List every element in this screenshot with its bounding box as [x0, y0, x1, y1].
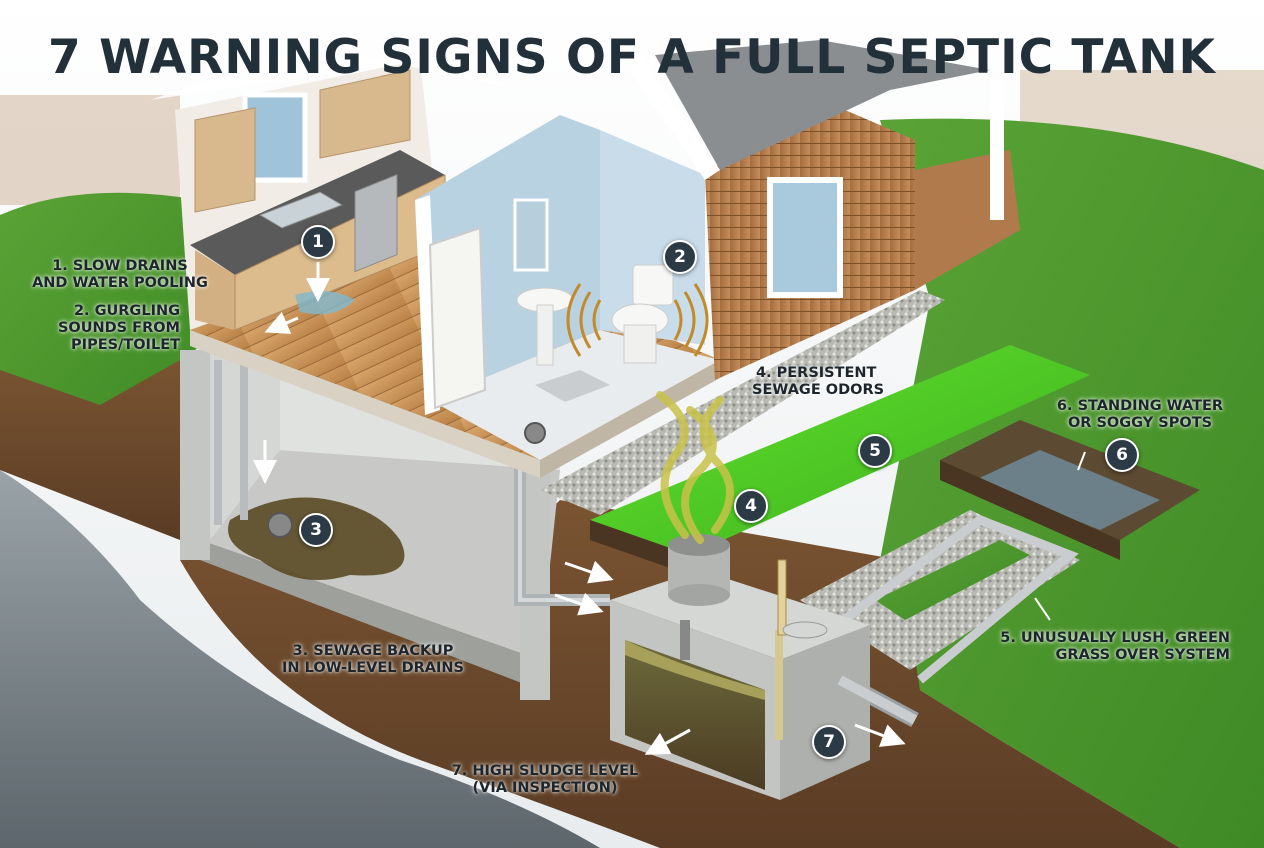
label-odors: 4. PERSISTENT SEWAGE ODORS [752, 365, 912, 399]
label-line: PIPES/TOILET [71, 337, 180, 353]
label-slow-drains: 1. SLOW DRAINS AND WATER POOLING [20, 258, 220, 292]
sound-wave-icon [566, 283, 709, 357]
label-sewage-backup: 3. SEWAGE BACKUP IN LOW-LEVEL DRAINS [268, 643, 478, 677]
label-line: OR SOGGY SPOTS [1067, 415, 1213, 431]
odor-fumes-icon [656, 391, 734, 544]
page-title: 7 WARNING SIGNS OF A FULL SEPTIC TANK [48, 30, 1216, 85]
badge-2: 2 [663, 240, 697, 274]
label-line: 6. STANDING WATER [1056, 398, 1224, 414]
badge-5: 5 [858, 434, 892, 468]
badge-7: 7 [812, 725, 846, 759]
badge-4: 4 [734, 489, 768, 523]
label-line: IN LOW-LEVEL DRAINS [282, 660, 464, 676]
label-line: 4. PERSISTENT [756, 365, 877, 381]
label-sludge: 7. HIGH SLUDGE LEVEL (VIA INSPECTION) [440, 763, 650, 797]
label-line: 5. UNUSUALLY LUSH, GREEN [1000, 630, 1230, 646]
label-line: 7. HIGH SLUDGE LEVEL [451, 763, 639, 779]
label-gurgling: 2. GURGLING SOUNDS FROM PIPES/TOILET [20, 303, 180, 354]
badge-3: 3 [299, 513, 333, 547]
label-lush-grass: 5. UNUSUALLY LUSH, GREEN GRASS OVER SYST… [990, 630, 1230, 664]
label-line: AND WATER POOLING [32, 275, 208, 291]
label-standing-water: 6. STANDING WATER OR SOGGY SPOTS [1040, 398, 1240, 432]
badge-6: 6 [1105, 438, 1139, 472]
label-line: SOUNDS FROM [57, 320, 180, 336]
label-line: 2. GURGLING [73, 303, 180, 319]
label-line: 1. SLOW DRAINS [52, 258, 188, 274]
arrow-icon [253, 262, 1086, 755]
label-line: 3. SEWAGE BACKUP [292, 643, 454, 659]
badge-1: 1 [301, 225, 335, 259]
label-line: SEWAGE ODORS [752, 382, 885, 398]
label-line: (VIA INSPECTION) [472, 780, 618, 796]
label-line: GRASS OVER SYSTEM [1055, 647, 1230, 663]
